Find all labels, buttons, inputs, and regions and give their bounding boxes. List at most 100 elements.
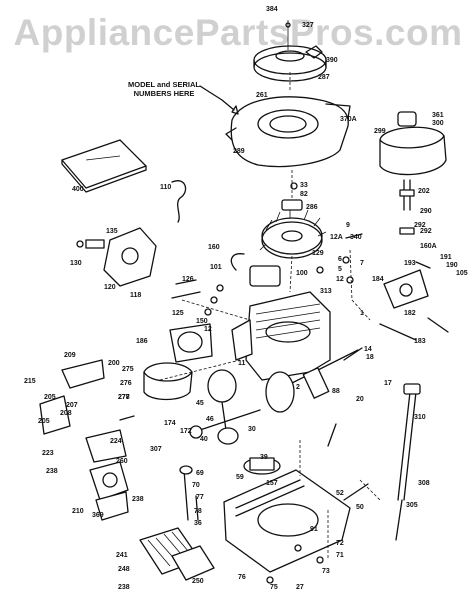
callout: 205 — [38, 418, 50, 425]
callout: 129 — [312, 250, 324, 257]
callout: 2 — [296, 384, 300, 391]
callout: 310 — [414, 414, 426, 421]
callout: 340 — [350, 234, 362, 241]
callout: 361 — [432, 112, 444, 119]
callout: 307 — [150, 446, 162, 453]
callout: 327 — [302, 22, 314, 29]
callout: 1 — [360, 310, 364, 317]
fasteners — [119, 233, 431, 584]
model-serial-note: MODEL and SERIAL NUMBERS HERE — [114, 80, 214, 98]
callout: 182 — [404, 310, 416, 317]
callout: 12 — [204, 326, 212, 333]
callout: 202 — [418, 188, 430, 195]
muffler — [143, 323, 213, 401]
callout: 11 — [238, 360, 246, 367]
watermark: AppliancePartsPros.com — [13, 12, 463, 53]
fuel-tank — [379, 111, 447, 235]
callout: 286 — [306, 204, 318, 211]
callout: 238 — [46, 468, 58, 475]
callout: 174 — [164, 420, 176, 427]
callout: 278 — [118, 394, 130, 401]
callout: 14 — [364, 346, 372, 353]
callout: 183 — [414, 338, 426, 345]
callout: 208 — [60, 410, 72, 417]
callout: 5 — [338, 266, 342, 273]
callout: 160 — [208, 244, 220, 251]
callout: 305 — [406, 502, 418, 509]
camshaft — [179, 409, 261, 521]
callout: 20 — [356, 396, 364, 403]
callout: 248 — [118, 566, 130, 573]
callout: 82 — [300, 191, 308, 198]
callout: 77 — [196, 494, 204, 501]
callout: 12 — [336, 276, 344, 283]
dipstick-tube — [395, 383, 421, 541]
callout: 9 — [346, 222, 350, 229]
crankshaft — [265, 347, 363, 413]
callout: 238 — [118, 584, 130, 591]
callout: 45 — [196, 400, 204, 407]
callout: 70 — [192, 482, 200, 489]
callout: 313 — [320, 288, 332, 295]
side-bracket — [383, 269, 449, 333]
model-serial-arrow — [199, 85, 239, 115]
callout: 300 — [432, 120, 444, 127]
callout: 125 — [172, 310, 184, 317]
callout: 126 — [182, 276, 194, 283]
callout: 276 — [120, 380, 132, 387]
ground-wire — [171, 180, 187, 223]
callout: 369 — [92, 512, 104, 519]
lower-carburetor — [85, 429, 129, 521]
callout: 193 — [404, 260, 416, 267]
callout: 27 — [296, 584, 304, 591]
callout: 12A — [330, 234, 343, 241]
callout: 241 — [116, 552, 128, 559]
callout: 190 — [446, 262, 458, 269]
callout: 292 — [414, 222, 426, 229]
callout: 299 — [374, 128, 386, 135]
piston-rod — [207, 369, 239, 445]
callout: 36 — [194, 520, 202, 527]
callout: 287 — [318, 74, 330, 81]
callout: 370A — [340, 116, 357, 123]
callout: 215 — [24, 378, 36, 385]
callout: 135 — [106, 228, 118, 235]
callout: 223 — [42, 450, 54, 457]
model-note-line-1: MODEL and SERIAL — [128, 80, 200, 89]
callout: 250 — [192, 578, 204, 585]
callout: 160A — [420, 243, 437, 250]
callout: 17 — [384, 380, 392, 387]
cylinder-block — [231, 291, 331, 381]
callout: 18 — [366, 354, 374, 361]
callout: 50 — [356, 504, 364, 511]
callout: 91 — [310, 526, 318, 533]
ignition-coil — [230, 253, 281, 287]
callout: 308 — [418, 480, 430, 487]
callout: 118 — [130, 292, 142, 299]
callout: 390 — [326, 57, 338, 64]
callout: 72 — [336, 540, 344, 547]
callout: 101 — [210, 264, 222, 271]
callout: 75 — [270, 584, 278, 591]
callout: 46 — [206, 416, 214, 423]
governor-bracket — [39, 359, 105, 435]
callout: 73 — [322, 568, 330, 575]
callout: 260 — [116, 458, 128, 465]
callout: 224 — [110, 438, 122, 445]
callout: 191 — [440, 254, 452, 261]
callout: 7 — [360, 260, 364, 267]
callout: 207 — [66, 402, 78, 409]
sump — [223, 457, 351, 573]
recoil-starter — [253, 20, 327, 82]
callout: 52 — [336, 490, 344, 497]
callout: 33 — [300, 182, 308, 189]
callout: 40 — [200, 436, 208, 443]
blower-housing — [225, 96, 351, 168]
carburetor — [76, 227, 157, 287]
callout: 210 — [72, 508, 84, 515]
callout: 120 — [104, 284, 116, 291]
callout: 172 — [180, 428, 192, 435]
callout: 105 — [456, 270, 468, 277]
callout: 384 — [266, 6, 278, 13]
